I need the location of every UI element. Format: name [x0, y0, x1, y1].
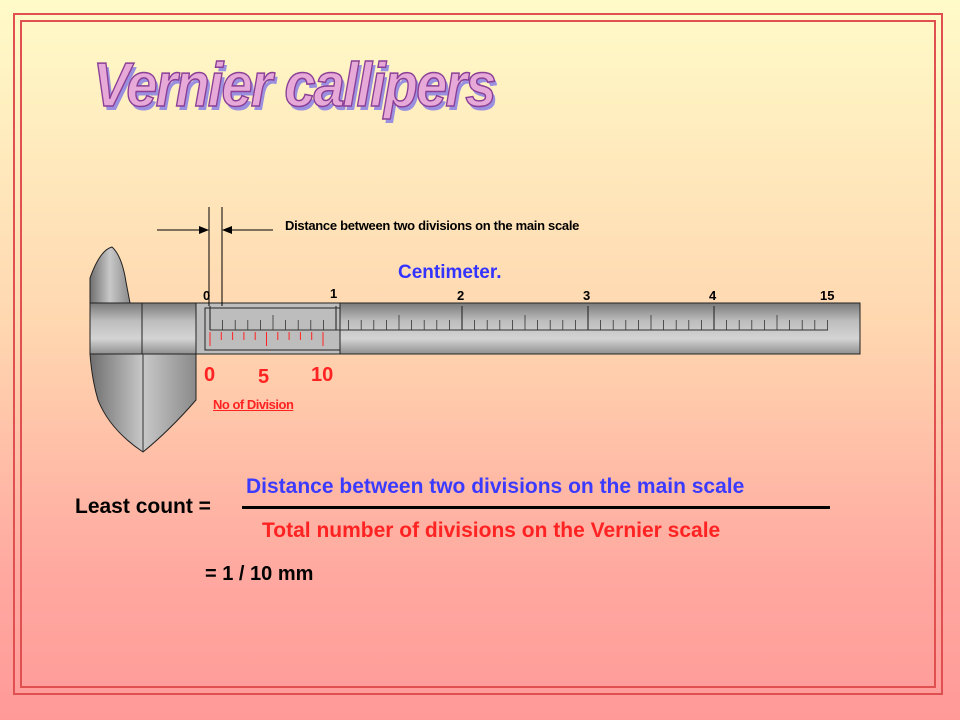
vernier-slider — [195, 302, 341, 355]
vernier-label-10: 10 — [311, 364, 334, 386]
fixed-head — [89, 302, 143, 355]
formula-denominator: Total number of divisions on the Vernier… — [262, 519, 721, 542]
main-scale-label-4: 4 — [709, 288, 717, 303]
slide-title: Vernier callipers — [92, 50, 497, 121]
arrow-left-head — [199, 226, 209, 234]
least-count-label: Least count = — [75, 495, 211, 518]
main-scale-label-0: 0 — [203, 288, 211, 303]
fraction-bar — [242, 506, 830, 509]
arrow-right-head — [222, 226, 232, 234]
vernier-caption: No of Division — [213, 397, 294, 412]
main-scale-distance-label: Distance between two divisions on the ma… — [285, 218, 580, 233]
slide-border-outer — [13, 13, 943, 695]
unit-label: Centimeter. — [398, 262, 502, 283]
main-scale-label-15: 15 — [820, 288, 835, 303]
formula-result: = 1 / 10 mm — [205, 563, 314, 585]
formula-numerator: Distance between two divisions on the ma… — [246, 475, 745, 498]
upper-jaw — [89, 246, 131, 304]
main-scale-ticks — [209, 306, 828, 330]
main-scale-label-1: 1 — [330, 286, 338, 301]
vernier-label-0: 0 — [204, 364, 216, 386]
main-scale-label-3: 3 — [583, 288, 591, 303]
slide-border-inner — [20, 20, 936, 688]
main-scale-label-2: 2 — [457, 288, 465, 303]
vernier-scale-ticks — [209, 332, 324, 346]
vernier-label-5: 5 — [258, 366, 270, 388]
vernier-window — [204, 307, 341, 351]
